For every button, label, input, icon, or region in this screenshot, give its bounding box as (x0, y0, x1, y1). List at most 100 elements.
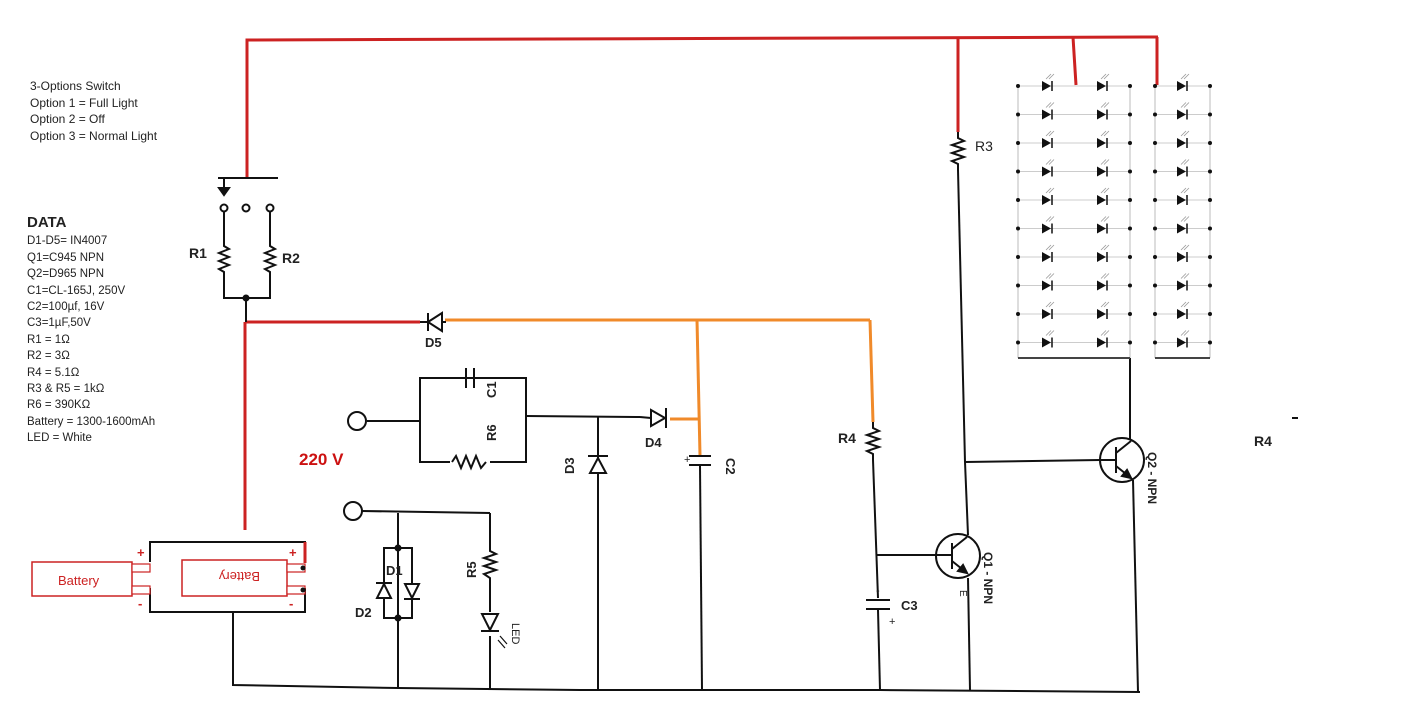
led-symbol (1097, 159, 1110, 177)
r1-resistor (216, 240, 232, 280)
led-row (1016, 244, 1132, 262)
led-symbol (1177, 244, 1190, 262)
led-row (1016, 102, 1132, 120)
d2-label: D2 (355, 605, 372, 620)
q2-transistor (1099, 437, 1145, 483)
indicator-led (480, 613, 508, 649)
q2-label: Q2 - NPN (1145, 452, 1159, 504)
led-row (1016, 73, 1132, 91)
led-row (1153, 216, 1212, 234)
led-symbol (1097, 102, 1110, 120)
data-title: DATA (27, 214, 67, 231)
led-row (1153, 159, 1212, 177)
battery-1-plus: + (137, 545, 145, 560)
positive-wires (243, 35, 1159, 530)
battery-1-label: Battery (58, 573, 100, 588)
data-line: R1 = 1Ω (27, 333, 70, 346)
data-line: C2=100µf, 16V (27, 301, 105, 314)
led-symbol (1042, 301, 1055, 319)
led-row (1153, 330, 1212, 348)
led-block (1154, 86, 1211, 359)
data-line: R6 = 390KΩ (27, 399, 91, 412)
c3-label: C3 (901, 598, 918, 613)
led-row (1153, 244, 1212, 262)
led-symbol (1097, 130, 1110, 148)
led-symbol (1097, 187, 1110, 205)
led-symbol (1097, 301, 1110, 319)
switch-title: 3-Options Switch (30, 79, 121, 93)
c1-label: C1 (484, 381, 499, 398)
led-block (1017, 86, 1131, 359)
led-symbol (1042, 159, 1055, 177)
switch-option-2: Option 2 = Off (30, 112, 105, 126)
data-line: R2 = 3Ω (27, 350, 70, 363)
data-line: LED = White (27, 432, 92, 445)
d3-label: D3 (562, 457, 577, 474)
led-row (1016, 187, 1132, 205)
data-line: R3 & R5 = 1kΩ (27, 383, 105, 396)
d5-label: D5 (425, 335, 442, 350)
d5-diode (420, 311, 446, 333)
d1-d2-diodes (375, 544, 421, 622)
led-symbol (1177, 187, 1190, 205)
led-row (1016, 130, 1132, 148)
q1-transistor (935, 533, 981, 579)
c3-capacitor (866, 599, 890, 610)
led-row (1153, 130, 1212, 148)
led-symbol (1042, 73, 1055, 91)
led-row (1153, 102, 1212, 120)
led-symbol (1177, 73, 1190, 91)
r5-resistor (480, 545, 500, 590)
battery-pack (31, 541, 307, 613)
led-row (1016, 273, 1132, 291)
d1-label: D1 (386, 563, 403, 578)
d3-diode (588, 455, 608, 474)
led-symbol (1097, 244, 1110, 262)
three-option-switch (217, 177, 278, 322)
r3-label: R3 (975, 138, 993, 154)
component-data-block: DATA D1-D5= IN4007 Q1=C945 NPN Q2=D965 N… (27, 214, 155, 447)
led-row (1153, 273, 1212, 291)
led-symbol (1177, 273, 1190, 291)
led-symbol (1042, 216, 1055, 234)
r5-label: R5 (464, 561, 479, 578)
c2-capacitor (689, 455, 711, 466)
led-symbol (1042, 102, 1055, 120)
led-symbol (1177, 102, 1190, 120)
q1-emitter-label: E (957, 590, 968, 597)
r4-side-label: R4 (1254, 433, 1272, 449)
charge-wires (445, 318, 875, 456)
r1-label: R1 (189, 245, 207, 261)
led-array (1016, 73, 1212, 359)
led-symbol (1097, 73, 1110, 91)
battery-2-plus: + (289, 545, 297, 560)
c2-plus: + (684, 454, 690, 466)
d4-label: D4 (645, 435, 662, 450)
led-symbol (1042, 244, 1055, 262)
led-symbol (1097, 330, 1110, 348)
switch-notes: 3-Options Switch Option 1 = Full Light O… (30, 78, 157, 144)
data-line: D1-D5= IN4007 (27, 235, 108, 248)
d4-diode (639, 408, 668, 428)
switch-option-3: Option 3 = Normal Light (30, 128, 158, 143)
led-row (1153, 301, 1212, 319)
led-row (1153, 187, 1212, 205)
led-symbol (1097, 273, 1110, 291)
led-symbol (1177, 216, 1190, 234)
led-symbol (1177, 301, 1190, 319)
r2-resistor (262, 240, 278, 280)
q1-label: Q1 - NPN (981, 552, 995, 604)
c3-plus: + (889, 616, 895, 628)
led-symbol (1097, 216, 1110, 234)
ac-terminals (343, 411, 367, 521)
voltage-label: 220 V (299, 450, 344, 469)
led-row (1016, 216, 1132, 234)
r4-label: R4 (838, 430, 856, 446)
data-line: Q1=C945 NPN (27, 251, 105, 264)
r6-resistor (450, 453, 490, 471)
led-row (1016, 159, 1132, 177)
led-symbol (1177, 130, 1190, 148)
switch-option-1: Option 1 = Full Light (30, 95, 138, 110)
led-row (1016, 301, 1132, 319)
